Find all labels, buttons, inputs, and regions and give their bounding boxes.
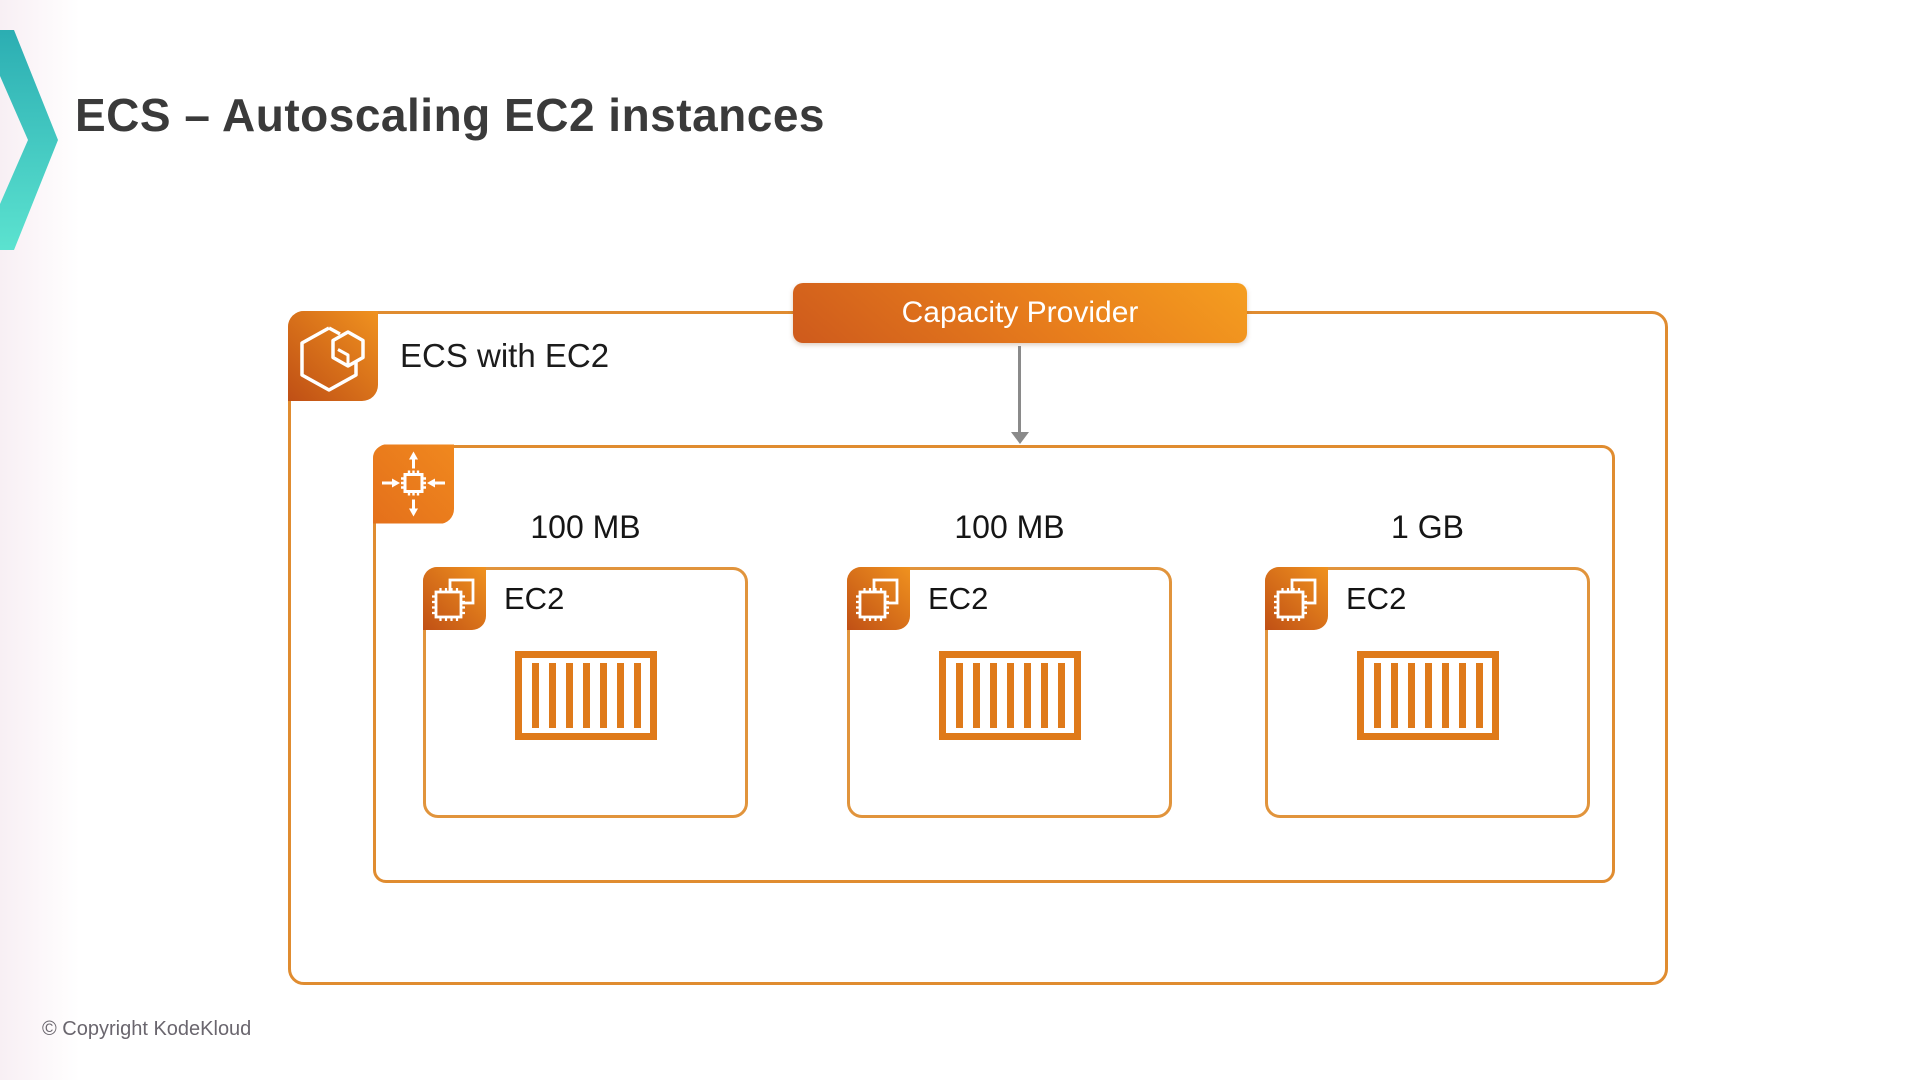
memory-label: 100 MB: [530, 509, 641, 545]
ecs-service-icon: [288, 311, 378, 401]
copyright-footer: © Copyright KodeKloud: [42, 1018, 252, 1040]
capacity-provider-label: Capacity Provider: [901, 296, 1139, 329]
instance-card-3: 1 GB EC2: [1265, 505, 1590, 818]
memory-label: 1 GB: [1391, 509, 1464, 545]
ec2-label: EC2: [504, 580, 565, 616]
page-title: ECS – Autoscaling EC2 instances: [75, 89, 826, 141]
container-icon: [938, 651, 1081, 740]
memory-label: 100 MB: [954, 509, 1065, 545]
ec2-instance-box: EC2: [1265, 567, 1590, 818]
connector-arrowhead-icon: [1011, 432, 1029, 444]
ec2-instance-box: EC2: [847, 567, 1172, 818]
autoscaling-icon: [373, 444, 454, 524]
kodekloud-chevron-icon: [0, 30, 58, 250]
container-icon: [1356, 651, 1499, 740]
instance-card-1: 100 MB EC2: [423, 505, 748, 818]
ec2-label: EC2: [1346, 580, 1407, 616]
ec2-icon: [423, 567, 486, 630]
ec2-icon: [1265, 567, 1328, 630]
ec2-instance-box: EC2: [423, 567, 748, 818]
instance-card-2: 100 MB EC2: [847, 505, 1172, 818]
connector-arrow-line: [1018, 346, 1021, 432]
capacity-provider-badge: Capacity Provider: [793, 283, 1247, 343]
ec2-icon: [847, 567, 910, 630]
container-icon: [514, 651, 657, 740]
cluster-label: ECS with EC2: [400, 337, 610, 374]
ec2-label: EC2: [928, 580, 989, 616]
